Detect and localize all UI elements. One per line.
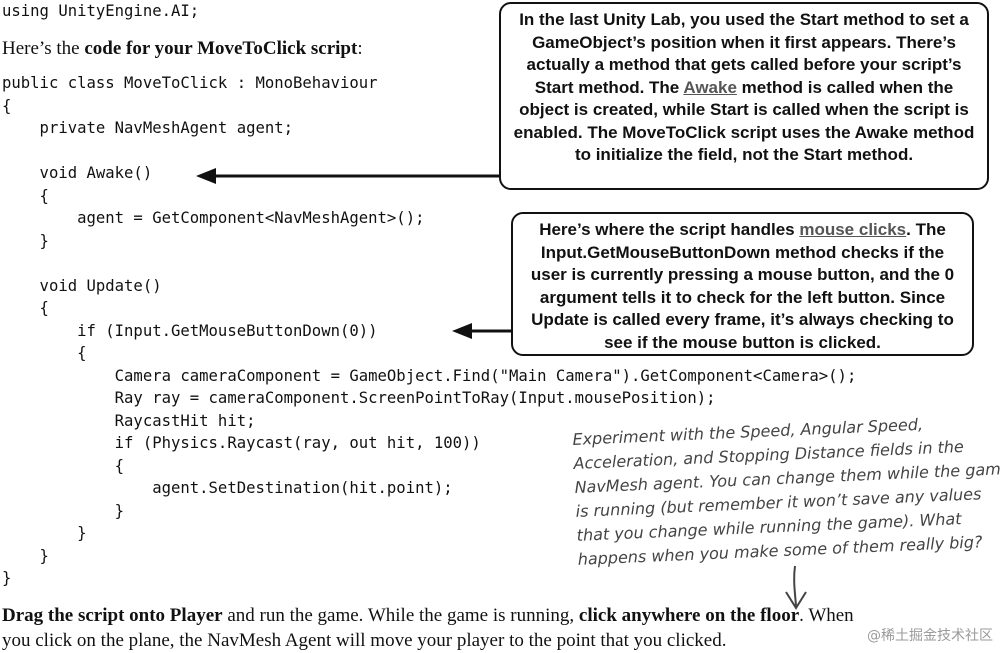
mouse-callout-text: Here’s where the script handles — [539, 220, 800, 239]
mouse-click-callout: Here’s where the script handles mouse cl… — [511, 212, 974, 356]
awake-arrow — [196, 168, 500, 184]
mouse-click-arrow — [452, 323, 512, 339]
awake-callout: In the last Unity Lab, you used the Star… — [499, 2, 989, 190]
code-line: Ray ray = cameraComponent.ScreenPointToR… — [2, 389, 716, 407]
note-arrow — [785, 565, 807, 610]
intro-bold: code for your MoveToClick script — [84, 38, 358, 59]
code-line: Camera cameraComponent = GameObject.Find… — [2, 366, 857, 385]
footer-bold-drag: Drag the script onto Player — [2, 605, 223, 626]
footer-text-2: . When — [799, 605, 854, 626]
footer-bold-click: click anywhere on the floor — [578, 605, 800, 626]
footer-line-2: you click on the plane, the NavMesh Agen… — [2, 630, 727, 651]
watermark: @稀土掘金技术社区 — [867, 628, 993, 644]
footer-text-1: and run the game. While the game is runn… — [222, 605, 579, 626]
code-listing: public class MoveToClick : MonoBehaviour… — [2, 72, 856, 590]
code-line: void Update() — [2, 276, 162, 295]
footer-line-1: Drag the script onto Player and run the … — [2, 605, 854, 627]
code-line: } — [2, 569, 12, 587]
mouse-clicks-link[interactable]: mouse clicks — [799, 220, 907, 239]
code-line: } — [2, 501, 125, 520]
awake-callout-text: In the last Unity Lab, you used the Star… — [519, 10, 969, 97]
intro-sentence: Here’s the code for your MoveToClick scr… — [2, 38, 363, 60]
code-line: private NavMeshAgent agent; — [2, 119, 294, 137]
code-line: public class MoveToClick : MonoBehaviour — [2, 74, 378, 92]
code-line: { — [2, 299, 49, 317]
code-line: { — [2, 186, 49, 205]
mouse-callout-text-end: . The Input.GetMouseButtonDown method ch… — [530, 220, 955, 352]
code-line: agent = GetComponent<NavMeshAgent>(); — [2, 209, 425, 227]
code-line: RaycastHit hit; — [2, 411, 256, 430]
code-using-line: using UnityEngine.AI; — [2, 0, 199, 23]
code-line: if (Input.GetMouseButtonDown(0)) — [2, 321, 378, 340]
intro-colon: : — [357, 38, 363, 59]
code-line: } — [2, 546, 49, 565]
code-line: if (Physics.Raycast(ray, out hit, 100)) — [2, 434, 481, 452]
code-line: { — [2, 344, 87, 362]
code-line: { — [2, 96, 12, 115]
code-line: } — [2, 524, 87, 542]
code-line: void Awake() — [2, 164, 153, 182]
awake-callout-text-end: method is called when the object is crea… — [513, 77, 975, 165]
intro-text: Here’s the — [2, 38, 85, 59]
code-line: agent.SetDestination(hit.point); — [2, 479, 453, 497]
code-line: } — [2, 231, 49, 250]
code-line: { — [2, 456, 125, 475]
awake-link[interactable]: Awake — [683, 77, 737, 97]
handwritten-note: Experiment with the Speed, Angular Speed… — [572, 409, 1001, 572]
code-line: using UnityEngine.AI; — [2, 2, 200, 20]
